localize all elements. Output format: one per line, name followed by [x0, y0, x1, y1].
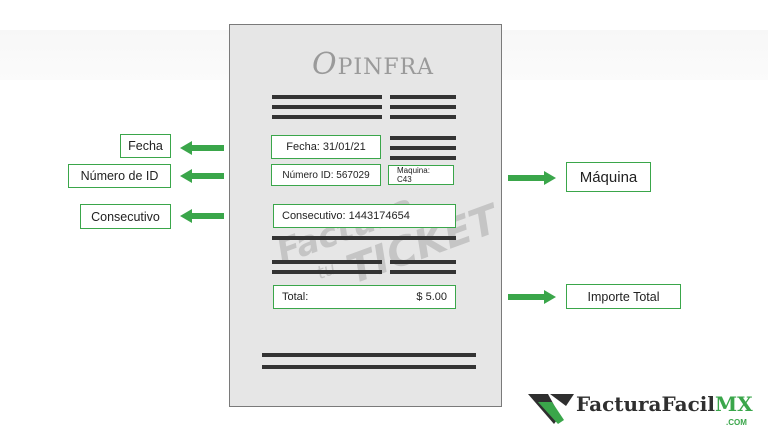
- total-value: $ 5.00: [416, 291, 447, 303]
- brand-name-dark: FacturaFacil: [576, 392, 715, 416]
- fecha-label: Fecha: [120, 134, 171, 158]
- total-label: Total:: [282, 291, 309, 303]
- text-line: [390, 156, 456, 160]
- arrow-left-icon: [180, 209, 224, 223]
- text-line: [390, 95, 456, 99]
- fecha-field: Fecha: 31/01/21: [271, 135, 381, 159]
- numero-de-id-label: Número de ID: [68, 164, 171, 188]
- maquina-label: Máquina: [566, 162, 651, 192]
- consecutivo-field: Consecutivo: 1443174654: [273, 204, 456, 228]
- brand-mark-icon: [528, 394, 574, 424]
- text-line: [390, 260, 456, 264]
- text-line: [390, 146, 456, 150]
- numero-id-field: Número ID: 567029: [271, 164, 381, 186]
- brand-suffix: .COM: [726, 418, 747, 427]
- logo-word: PINFRA: [337, 55, 435, 80]
- arrow-left-icon: [180, 141, 224, 155]
- text-line: [272, 105, 382, 109]
- facturafacil-brand-logo: FacturaFacilMX .COM: [528, 390, 753, 431]
- text-line: [390, 136, 456, 140]
- text-line: [272, 260, 382, 264]
- text-line: [390, 105, 456, 109]
- text-line: [390, 270, 456, 274]
- arrow-right-icon: [508, 171, 556, 185]
- brand-name: FacturaFacilMX: [576, 392, 753, 416]
- consecutivo-label: Consecutivo: [80, 204, 171, 229]
- text-line: [390, 115, 456, 119]
- text-line: [262, 353, 476, 357]
- logo-letter: O: [312, 47, 338, 82]
- arrow-left-icon: [180, 169, 224, 183]
- maquina-field: Maquina: C43: [388, 165, 454, 185]
- text-line: [272, 95, 382, 99]
- pinfra-logo: OPINFRA: [312, 47, 434, 82]
- brand-name-green: MX: [714, 392, 753, 416]
- text-line: [272, 236, 456, 240]
- text-line: [262, 365, 476, 369]
- text-line: [272, 115, 382, 119]
- arrow-right-icon: [508, 290, 556, 304]
- text-line: [272, 270, 382, 274]
- importe-total-label: Importe Total: [566, 284, 681, 309]
- total-field: Total: $ 5.00: [273, 285, 456, 309]
